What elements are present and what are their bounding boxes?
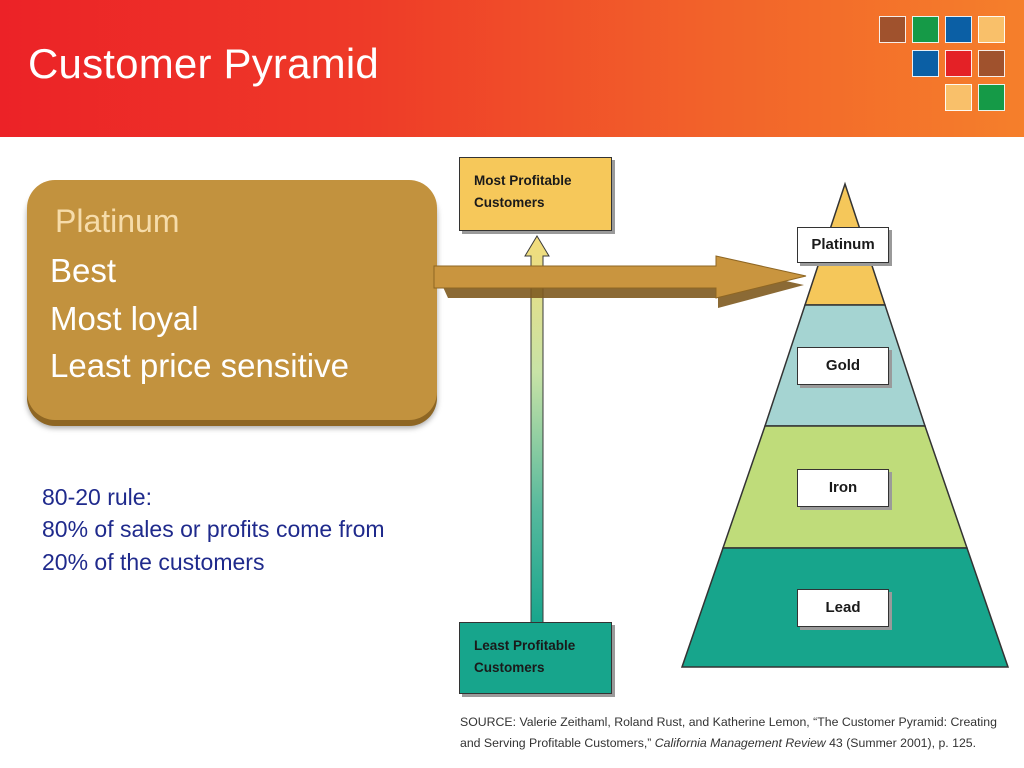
- source-title: and Serving Profitable Customers,”: [460, 736, 652, 750]
- platinum-card-heading: Platinum: [55, 203, 180, 239]
- pointer-arrow: [433, 255, 807, 299]
- platinum-card-line: Most loyal: [50, 300, 199, 337]
- slide-title: Customer Pyramid: [28, 40, 379, 87]
- decor-square: [978, 50, 1005, 77]
- rule-line: 80% of sales or profits come from: [42, 516, 385, 542]
- most-profitable-line: Customers: [474, 195, 545, 210]
- source-citation-line1: SOURCE: Valerie Zeithaml, Roland Rust, a…: [460, 715, 997, 729]
- decor-square: [912, 50, 939, 77]
- source-journal: California Management Review: [654, 736, 826, 750]
- most-profitable-line: Most Profitable: [474, 173, 572, 188]
- platinum-card: [27, 180, 437, 420]
- tier-label-platinum: Platinum: [797, 227, 889, 263]
- source-citation-line2: and Serving Profitable Customers,” Calif…: [460, 736, 976, 750]
- decor-square: [945, 16, 972, 43]
- tier-label-lead: Lead: [797, 589, 889, 627]
- decor-square: [978, 16, 1005, 43]
- least-profitable-line: Customers: [474, 660, 545, 675]
- platinum-card-line: Best: [50, 252, 117, 289]
- source-volume: 43 (Summer 2001), p. 125.: [829, 736, 977, 750]
- title-bar: [0, 0, 1024, 137]
- platinum-card-line: Least price sensitive: [50, 347, 349, 384]
- rule-line: 20% of the customers: [42, 549, 265, 575]
- decor-square: [978, 84, 1005, 111]
- least-profitable-line: Least Profitable: [474, 638, 576, 653]
- decor-square: [912, 16, 939, 43]
- decor-square: [945, 84, 972, 111]
- rule-heading: 80-20 rule:: [42, 484, 152, 510]
- most-profitable-label: Most Profitable Customers: [459, 157, 612, 231]
- tier-label-gold: Gold: [797, 347, 889, 385]
- least-profitable-label: Least Profitable Customers: [459, 622, 612, 694]
- decor-square: [879, 16, 906, 43]
- tier-label-iron: Iron: [797, 469, 889, 507]
- decor-square: [945, 50, 972, 77]
